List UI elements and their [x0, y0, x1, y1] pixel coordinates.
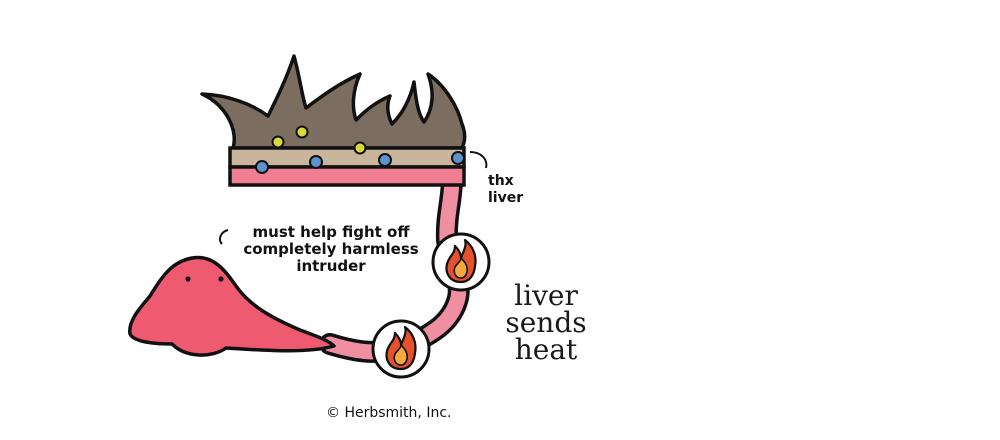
liver-sends-heat-caption: liver sends heat [505, 279, 587, 366]
liver-eye-left [185, 276, 191, 282]
immune-cell-dots [255, 151, 465, 174]
allergen-dot [295, 125, 309, 139]
allergen-dots [271, 125, 367, 155]
speech-tick-thx [469, 151, 488, 169]
flame-icon [431, 232, 491, 292]
liver-character [128, 255, 336, 357]
thx-liver-annotation: thx liver [488, 173, 524, 206]
allergen-dot [271, 135, 285, 149]
flame-icon [371, 319, 431, 379]
immune-cell-dot [451, 151, 465, 165]
speech-tick-must-help [219, 229, 229, 245]
allergen-dot [353, 141, 367, 155]
immune-cell-dot [255, 160, 269, 174]
hair-spikes [200, 54, 467, 150]
copyright-notice: © Herbsmith, Inc. [326, 405, 452, 421]
immune-cell-dot [378, 153, 392, 167]
must-help-annotation: must help fight off completely harmless … [243, 223, 419, 275]
immune-cell-dot [309, 155, 323, 169]
liver-eye-right [218, 276, 224, 282]
skin-layers [228, 146, 466, 187]
